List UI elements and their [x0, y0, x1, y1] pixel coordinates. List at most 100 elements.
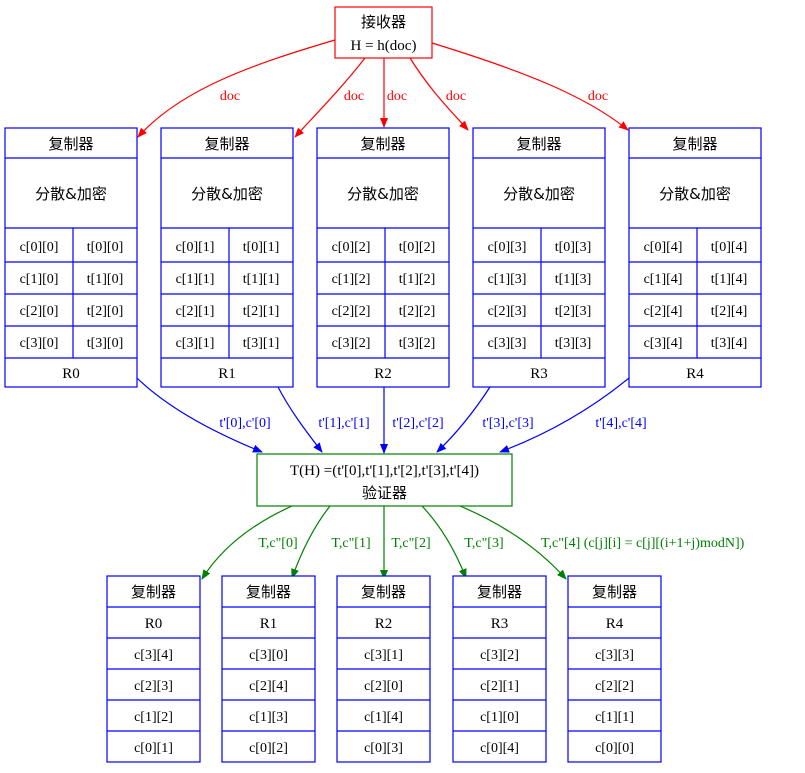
tag-cell: t[1][0] — [87, 272, 124, 287]
replica-title: 复制器 — [360, 135, 405, 153]
top-replica-node: 复制器分散&加密c[0][2]t[0][2]c[1][2]t[1][2]c[2]… — [316, 127, 450, 388]
replica-section-label: 分散&加密 — [347, 185, 419, 203]
replica-section-label: 分散&加密 — [503, 185, 575, 203]
top-replica-box — [628, 127, 762, 388]
tag-cell: t[2][2] — [399, 304, 436, 319]
tag-cell: t[0][4] — [711, 240, 748, 255]
doc-edge-line — [431, 42, 629, 131]
doc-edge-line — [137, 39, 336, 138]
tag-cell: t[1][1] — [243, 272, 280, 287]
tag-cell: t[2][0] — [87, 304, 124, 319]
share-cell: c[1][2] — [134, 710, 173, 725]
share-cell: c[2][4] — [249, 679, 288, 694]
tag-cell: t[0][3] — [555, 240, 592, 255]
share-cell: c[2][3] — [488, 304, 527, 319]
verify-edge-label: T,c"[2] — [391, 536, 430, 551]
share-cell: c[0][2] — [332, 240, 371, 255]
tag-edge-label: t'[1],c'[1] — [318, 416, 369, 431]
replica-title: 复制器 — [48, 135, 93, 153]
share-cell: c[0][0] — [20, 240, 59, 255]
tag-cell: t[3][0] — [87, 336, 124, 351]
verify-edge-line — [201, 505, 293, 580]
verify-edge: T,c"[2] — [380, 506, 431, 580]
tag-cell: t[0][2] — [399, 240, 436, 255]
tag-edge: t'[2],c'[2] — [380, 387, 444, 454]
share-cell: c[2][2] — [332, 304, 371, 319]
verify-edges: T,c"[0] T,c"[1] T,c"[2]T,c"[3] T,c"[4] (c[j… — [201, 505, 745, 580]
replica-title: 复制器 — [592, 583, 637, 601]
receiver-subtitle: H = h(doc) — [351, 38, 417, 54]
receiver-box — [334, 6, 433, 59]
tag-cell: t[2][4] — [711, 304, 748, 319]
share-cell: c[1][2] — [332, 272, 371, 287]
tag-edge: t'[4],c'[4] — [499, 377, 647, 453]
replica-title: 复制器 — [477, 583, 522, 601]
verify-edge: T,c"[3] — [421, 505, 504, 579]
share-cell: c[2][0] — [364, 679, 403, 694]
verify-edge-label: T,c"[0] — [258, 536, 297, 551]
share-cell: c[1][3] — [249, 710, 288, 725]
doc-edge-label: doc — [344, 89, 364, 104]
verify-edge-line — [291, 505, 331, 579]
doc-edge: doc — [380, 58, 407, 128]
share-cell: c[2][0] — [20, 304, 59, 319]
doc-edge-line — [409, 57, 469, 131]
share-cell: c[1][1] — [595, 710, 634, 725]
replica-name: R1 — [218, 366, 236, 382]
share-cell: c[0][3] — [488, 240, 527, 255]
replica-name: R2 — [374, 366, 392, 382]
top-replica-box — [160, 127, 294, 388]
doc-edge: doc — [137, 39, 336, 138]
tag-edge: t'[0],c'[0] — [136, 377, 271, 453]
tag-edge-label: t'[0],c'[0] — [219, 416, 270, 431]
verifier-node: T(H) =(t'[0],t'[1],t'[2],t'[3],t'[4]) 验证… — [256, 453, 513, 507]
replica-title: 复制器 — [246, 583, 291, 601]
share-cell: c[2][4] — [644, 304, 683, 319]
replica-title: 复制器 — [131, 583, 176, 601]
verify-edge: T,c"[0] — [201, 505, 298, 580]
share-cell: c[2][2] — [595, 679, 634, 694]
tag-edge: t'[1],c'[1] — [277, 386, 370, 453]
share-cell: c[3][0] — [20, 336, 59, 351]
share-cell: c[0][2] — [249, 741, 288, 756]
share-cell: c[1][4] — [644, 272, 683, 287]
top-replica-box — [472, 127, 606, 388]
tag-edge-line — [499, 377, 630, 453]
doc-edge-line — [294, 57, 366, 138]
verifier-box — [256, 453, 513, 507]
verify-edge-label: T,c"[4] (c[j][i] = c[j][(i+1+j)modN]) — [541, 536, 745, 551]
doc-edge: doc — [409, 57, 469, 131]
share-cell: c[1][4] — [364, 710, 403, 725]
doc-edge: doc — [431, 42, 629, 131]
tag-cell: t[3][3] — [555, 336, 592, 351]
replica-section-label: 分散&加密 — [35, 185, 107, 203]
verify-edge: T,c"[1] — [291, 505, 371, 579]
tag-cell: t[1][3] — [555, 272, 592, 287]
doc-edge-label: doc — [588, 89, 608, 104]
share-cell: c[0][0] — [595, 741, 634, 756]
share-cell: c[3][3] — [488, 336, 527, 351]
tag-cell: t[3][2] — [399, 336, 436, 351]
top-replica-node: 复制器分散&加密c[0][3]t[0][3]c[1][3]t[1][3]c[2]… — [472, 127, 606, 388]
replica-name: R4 — [686, 366, 704, 382]
share-cell: c[2][1] — [176, 304, 215, 319]
share-cell: c[0][3] — [364, 741, 403, 756]
tag-edge-line — [277, 386, 323, 453]
replica-title: 复制器 — [516, 135, 561, 153]
share-cell: c[3][2] — [480, 648, 519, 663]
replica-title: 复制器 — [204, 135, 249, 153]
verify-edge-label: T,c"[1] — [331, 536, 370, 551]
share-cell: c[0][4] — [644, 240, 683, 255]
share-cell: c[3][0] — [249, 648, 288, 663]
top-replica-box — [316, 127, 450, 388]
top-replicas: 复制器分散&加密c[0][0]t[0][0]c[1][0]t[1][0]c[2]… — [4, 127, 762, 388]
share-cell: c[3][2] — [332, 336, 371, 351]
share-cell: c[0][1] — [134, 741, 173, 756]
top-replica-node: 复制器分散&加密c[0][4]t[0][4]c[1][4]t[1][4]c[2]… — [628, 127, 762, 388]
share-cell: c[1][0] — [20, 272, 59, 287]
